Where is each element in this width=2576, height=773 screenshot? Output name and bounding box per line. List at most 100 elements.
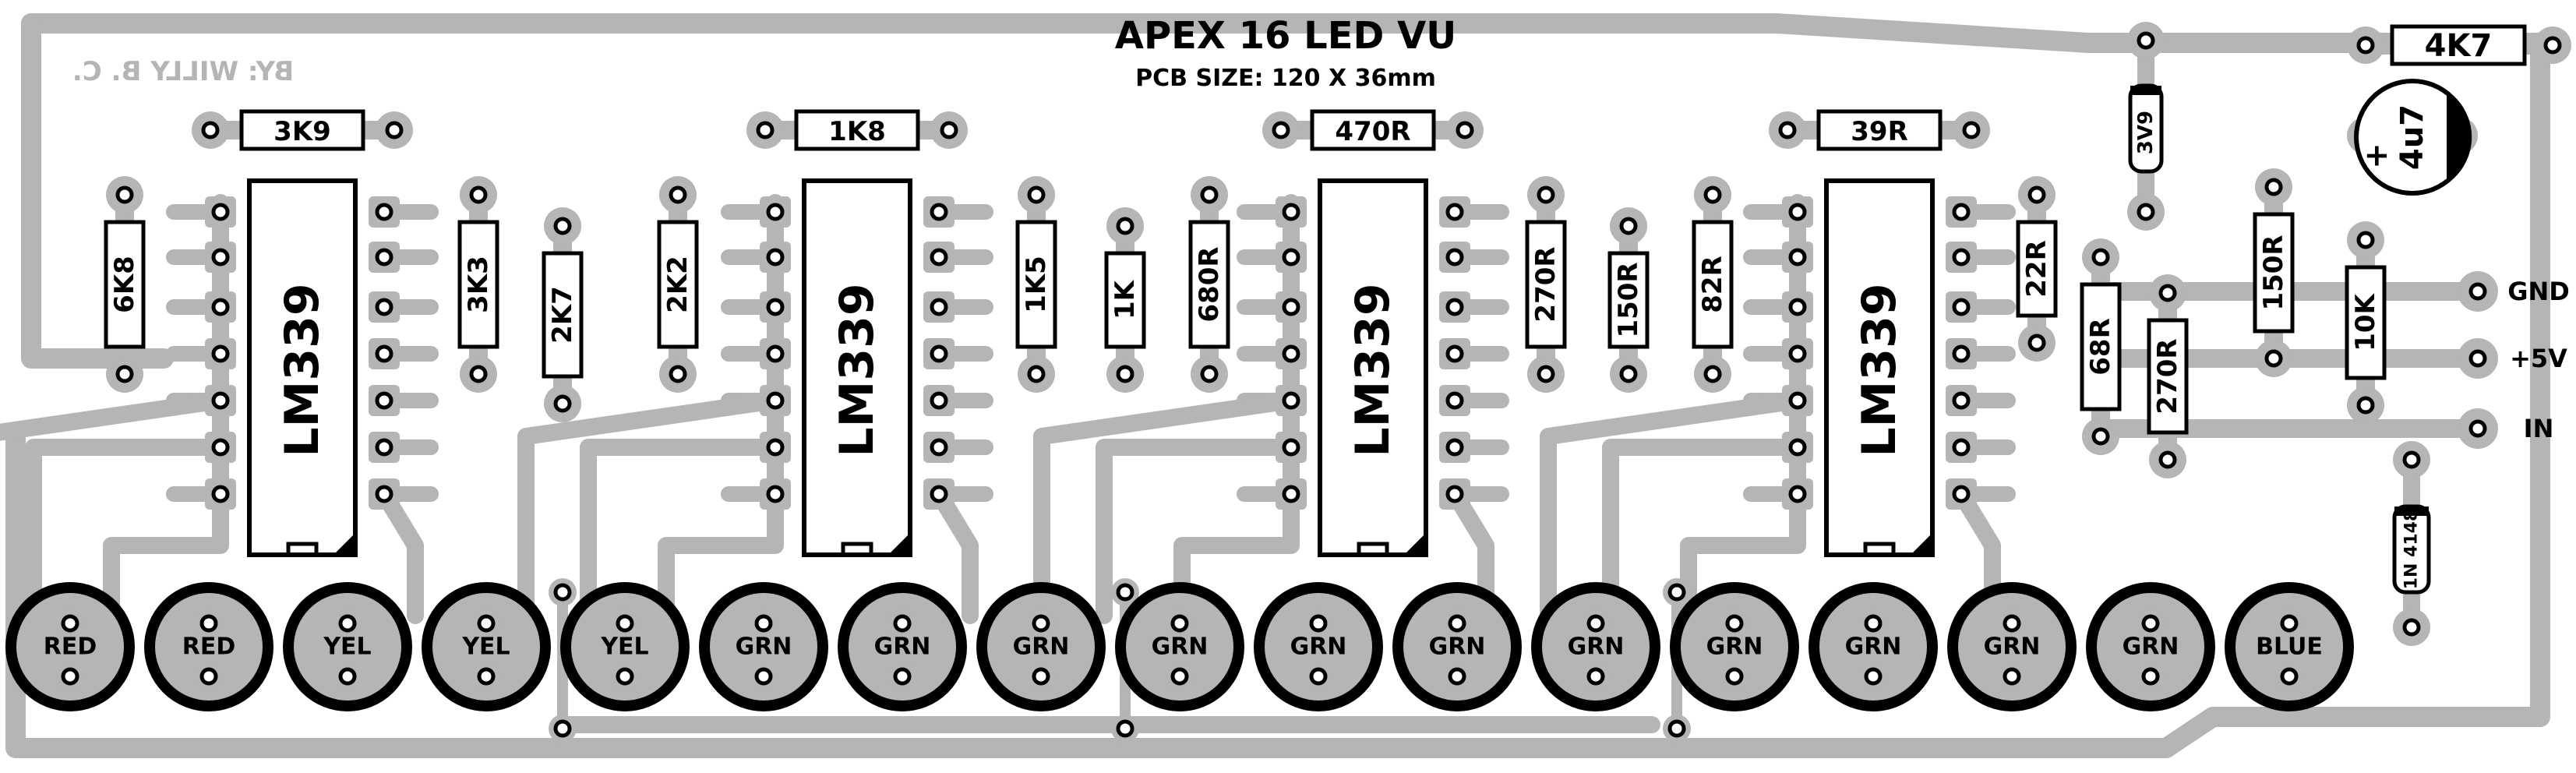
drill-hole [477,667,496,686]
led-label: YEL [600,634,648,661]
drill-hole [211,391,230,410]
drill-hole [1788,298,1807,316]
drill-hole [338,614,357,633]
led-label: GRN [1706,634,1763,661]
ic-pin1-mark [1911,533,1932,555]
resistor-label: 2K2 [662,256,693,313]
drill-hole [930,298,948,316]
ic-body [1824,178,1935,557]
drill-hole [930,344,948,363]
resistor-label: 1K8 [828,116,886,147]
copper-trace [1540,392,1806,624]
led-label: RED [44,634,97,661]
drill-hole [1952,248,1971,266]
drill-hole [1788,391,1807,410]
drill-hole [1448,614,1466,633]
led-ring [1115,582,1244,711]
drill-hole [669,185,687,204]
drill-hole [375,391,393,410]
drill-hole [1116,365,1134,383]
connector-label: IN [2524,414,2554,443]
drill-hole [2158,450,2177,469]
drill-hole [1170,667,1189,686]
drill-hole [1864,614,1883,633]
drill-hole [211,203,230,221]
drill-hole [338,667,357,686]
drill-hole [2137,203,2155,221]
ic-body [1318,178,1428,557]
led-ring [2086,582,2215,711]
drill-hole [1282,344,1300,363]
drill-hole [1116,583,1134,602]
resistor-body [2016,220,2058,318]
drill-hole [2402,618,2421,637]
drill-hole [211,344,230,363]
led-label: GRN [1845,634,1902,661]
drill-hole [930,485,948,503]
drill-hole [2543,36,2562,55]
diode-label: 1N 4148 [2402,510,2422,590]
board-subtitle: PCB SIZE: 120 X 36mm [1135,65,1436,92]
drill-hole [766,485,785,503]
drill-hole [2137,31,2155,50]
drill-hole [199,667,218,686]
drill-hole [1703,185,1722,204]
copper-trace [1173,194,1300,624]
drill-hole [1619,217,1638,235]
resistor-label: 6K8 [109,256,140,313]
resistor-body [2345,265,2387,380]
drill-hole [375,438,393,457]
drill-hole [1962,121,1981,139]
resistor-label: 68R [2085,318,2116,376]
drill-hole [754,667,773,686]
drill-hole [1445,248,1464,266]
copper-trace [1680,194,1806,624]
resistor-body [239,109,365,151]
drill-hole [115,365,134,383]
drill-hole [1445,391,1464,410]
drill-hole [1448,667,1466,686]
drill-hole [375,248,393,266]
drill-hole [930,391,948,410]
drill-hole [1667,583,1686,602]
drill-hole [766,438,785,457]
led-ring [1254,582,1383,711]
drill-hole [61,614,79,633]
resistor-body [2253,212,2295,334]
resistor-body [1607,251,1650,349]
resistor-body [457,220,499,349]
drill-hole [1309,614,1328,633]
resistor-label: 2K7 [547,286,578,344]
drill-hole [766,391,785,410]
resistor-body [2390,24,2527,66]
drill-hole [2356,396,2375,415]
drill-hole [1952,344,1971,363]
capacitor-stripe [2447,90,2472,184]
drill-hole [61,667,79,686]
drill-hole [375,344,393,363]
drill-hole [2027,334,2046,352]
led-label: GRN [1013,634,1070,661]
resistor-label: 1K [1110,279,1141,319]
drill-hole [2091,248,2110,266]
drill-hole [1445,298,1464,316]
drill-hole [375,298,393,316]
drill-hole [1200,185,1219,204]
drill-hole [1788,344,1807,363]
ic-label: LM339 [830,283,884,457]
drill-hole [669,365,687,383]
drill-hole [1116,719,1134,738]
drill-hole [930,438,948,457]
drill-hole [1445,203,1464,221]
copper-trace [1096,439,1300,624]
resistor-body [1015,220,1057,349]
resistor-body [2080,282,2122,411]
led-label: YEL [323,634,371,661]
drill-hole [1282,248,1300,266]
led-ring [699,582,828,711]
resistor-body [2147,318,2189,435]
led-ring [1947,582,2077,711]
drill-hole [754,614,773,633]
